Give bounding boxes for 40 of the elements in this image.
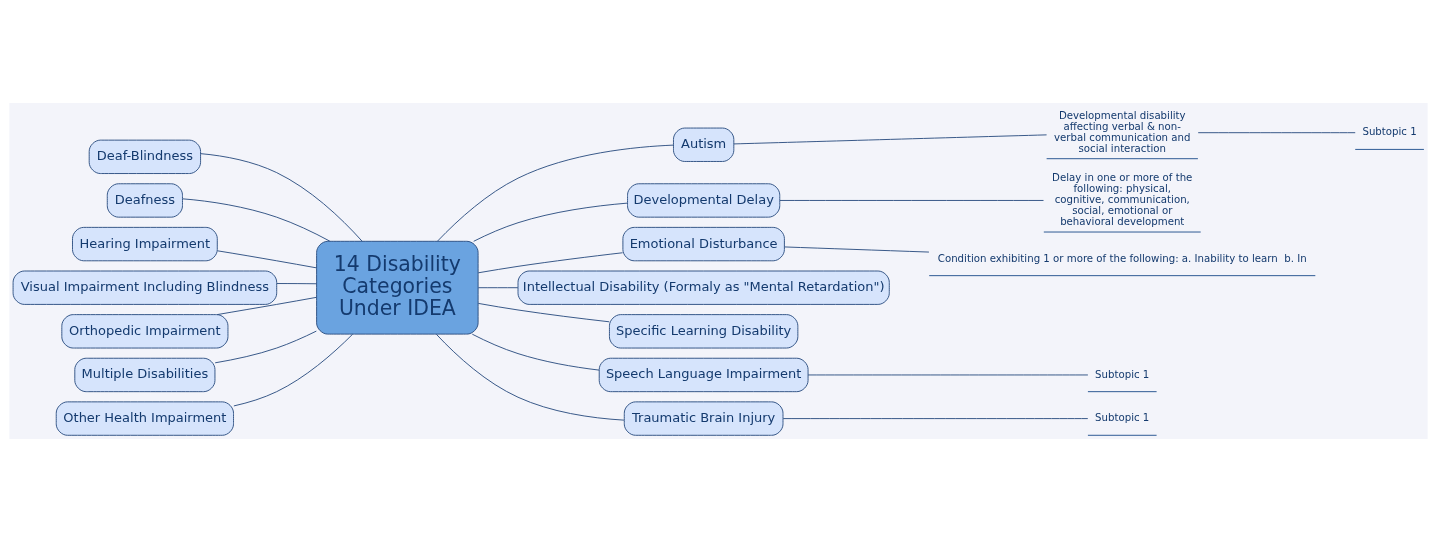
connector (733, 134, 1048, 145)
node-box: Orthopedic Impairment (61, 314, 229, 349)
connector (782, 418, 1089, 420)
node-box: Multiple Disabilities (74, 357, 216, 393)
node-box: Developmental Delay (627, 183, 781, 218)
node-text: Subtopic 1 (1362, 126, 1417, 138)
node-box: Hearing Impairment (72, 226, 218, 262)
connector (477, 252, 624, 274)
node-box: Visual Impairment Including Blindness (12, 270, 278, 305)
node-text: Condition exhibiting 1 or more of the following: a. Inability to learn b. In (937, 252, 1307, 264)
connector (779, 200, 1044, 201)
connector (477, 287, 519, 289)
node-box: Traumatic Brain Injury (623, 401, 784, 436)
node-text: Subtopic 1 (1095, 368, 1150, 380)
node-text: Subtopic 1 (1095, 412, 1150, 424)
connector (435, 333, 625, 421)
node-box: Specific Learning Disability (608, 314, 799, 349)
connector (214, 330, 317, 364)
connector (807, 374, 1089, 376)
connector (477, 302, 610, 323)
connector (233, 333, 354, 407)
node-box: Deafness (106, 183, 183, 218)
node-box: Intellectual Disability (Formaly as "Mental Retardation") (517, 270, 890, 305)
connector (437, 144, 674, 242)
connector (471, 333, 600, 371)
node-text: Delay in one or more of the following: physical, cognitive, communication, social, emotional or behavioral development (1052, 171, 1193, 228)
connector (783, 246, 930, 253)
node-box: 14 Disability Categories Under IDEA (316, 240, 479, 335)
connector (1197, 132, 1356, 134)
node-text: Developmental disability affecting verbal & non-verbal communication and social interaction (1054, 109, 1191, 155)
connector (217, 250, 318, 269)
node-box: Autism (673, 127, 735, 162)
connector (276, 283, 318, 285)
connector (200, 153, 363, 242)
node-box: Emotional Disturbance (622, 226, 785, 262)
node-box: Other Health Impairment (55, 401, 234, 436)
node-box: Speech Language Impairment (598, 357, 809, 393)
connector (473, 202, 628, 242)
connector (182, 198, 331, 242)
node-box: Deaf-Blindness (88, 139, 202, 174)
